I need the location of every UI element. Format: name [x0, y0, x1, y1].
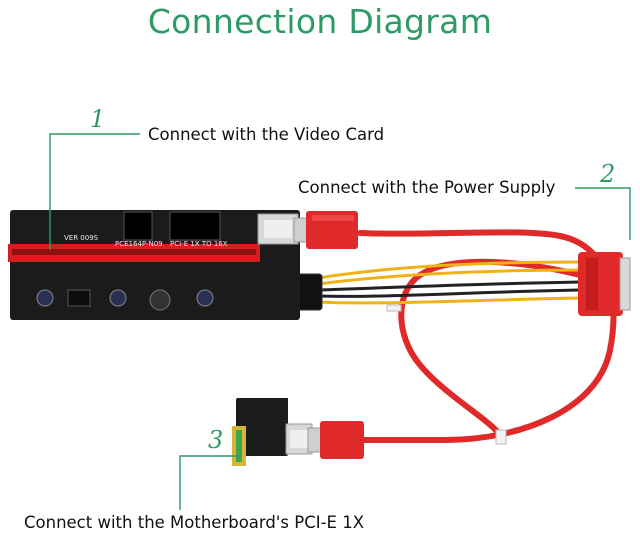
sata-connector — [578, 252, 631, 316]
board-version-label: VER 009S — [64, 234, 99, 242]
callout-label-video-card: Connect with the Video Card — [148, 125, 385, 144]
board-slot-label: PCI-E 1X TO 16X — [170, 240, 228, 248]
callout-number-2: 2 — [600, 160, 616, 188]
callout-label-power-supply: Connect with the Power Supply — [298, 178, 556, 197]
sata-cable — [398, 258, 583, 438]
callout-number-1: 1 — [90, 105, 106, 133]
callout-number-3: 3 — [208, 426, 224, 454]
board-model-label: PCE164P-N09 — [115, 240, 163, 248]
riser-usb-port — [257, 213, 299, 245]
usb-plug-bottom — [307, 421, 364, 459]
usb-plug-top — [293, 211, 358, 249]
leader-line-2 — [575, 187, 631, 240]
cable-tie — [386, 304, 402, 312]
cable-tie — [495, 429, 507, 445]
pcie-1x-adapter — [232, 398, 288, 466]
riser-board: VER 009S PCE164P-N09 PCI-E 1X TO 16X — [8, 210, 300, 320]
title: Connection Diagram — [147, 2, 493, 41]
power-wires — [317, 260, 581, 305]
leader-line-3 — [179, 455, 240, 510]
leader-lines — [49, 133, 631, 510]
callout-label-motherboard: Connect with the Motherboard's PCI-E 1X — [24, 513, 365, 532]
leader-line-1 — [49, 133, 140, 250]
